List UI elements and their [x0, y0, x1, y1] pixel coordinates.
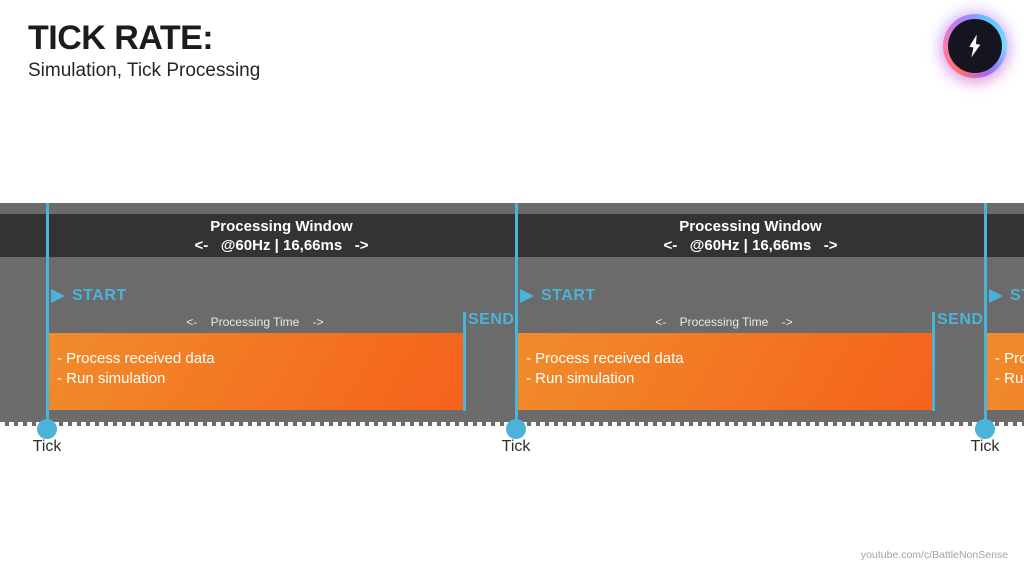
processing-time-label: <- Processing Time -> — [655, 315, 793, 329]
logo-disc — [948, 19, 1002, 73]
tick-marker-dot — [37, 419, 57, 439]
send-line — [932, 312, 935, 411]
start-marker: START — [51, 287, 127, 305]
page-subtitle: Simulation, Tick Processing — [28, 60, 261, 82]
task-line: - Run simulation — [995, 370, 1024, 387]
start-marker: START — [989, 287, 1024, 305]
tick-timeline-diagram: Processing Window <- @60Hz | 16,66ms -> … — [0, 203, 1024, 443]
processing-window: Processing Window <- @60Hz | 16,66ms -> … — [37, 203, 516, 443]
processing-window-title: Processing Window — [210, 217, 353, 235]
processing-window-title: Processing Window — [679, 217, 822, 235]
tick-line — [46, 203, 49, 429]
channel-logo — [943, 14, 1007, 78]
processing-window: Processing Window <- @60Hz | 16,66ms -> … — [975, 203, 1024, 443]
task-line: - Process received data — [526, 350, 684, 367]
start-marker: START — [520, 287, 596, 305]
channel-url: youtube.com/c/BattleNonSense — [860, 549, 1008, 561]
send-label: SEND — [468, 311, 515, 328]
play-triangle-icon — [520, 289, 534, 303]
simulation-task-box: - Process received data - Run simulation — [985, 333, 1024, 410]
tick-label: Tick — [501, 438, 531, 455]
start-label: START — [72, 287, 127, 304]
tick-label: Tick — [970, 438, 1000, 455]
processing-time-label: <- Processing Time -> — [186, 315, 324, 329]
logo-glow-ring — [943, 14, 1007, 78]
tick-marker-dot — [506, 419, 526, 439]
simulation-task-box: - Process received data - Run simulation — [47, 333, 463, 410]
processing-window-rate: <- @60Hz | 16,66ms -> — [663, 236, 838, 254]
processing-window-band — [0, 214, 1024, 257]
processing-window-header: Processing Window <- @60Hz | 16,66ms -> — [985, 214, 1024, 257]
play-triangle-icon — [51, 289, 65, 303]
task-line: - Process received data — [995, 350, 1024, 367]
tick-label: Tick — [32, 438, 62, 455]
tick-line — [984, 203, 987, 429]
processing-window-header: Processing Window <- @60Hz | 16,66ms -> — [516, 214, 985, 257]
task-line: - Run simulation — [57, 370, 166, 387]
page-title: TICK RATE: — [28, 19, 214, 57]
simulation-task-box: - Process received data - Run simulation — [516, 333, 932, 410]
tick-line — [515, 203, 518, 429]
play-triangle-icon — [989, 289, 1003, 303]
processing-window: Processing Window <- @60Hz | 16,66ms -> … — [506, 203, 985, 443]
send-label: SEND — [937, 311, 984, 328]
tick-marker-dot — [975, 419, 995, 439]
title-block: TICK RATE: Simulation, Tick Processing — [28, 19, 261, 82]
task-line: - Process received data — [57, 350, 215, 367]
send-line — [463, 312, 466, 411]
start-label: START — [1010, 287, 1024, 304]
task-line: - Run simulation — [526, 370, 635, 387]
processing-time-label: <- Processing Time -> — [985, 315, 1024, 329]
processing-window-header: Processing Window <- @60Hz | 16,66ms -> — [47, 214, 516, 257]
processing-window-rate: <- @60Hz | 16,66ms -> — [194, 236, 369, 254]
lightning-s-icon — [969, 34, 981, 58]
start-label: START — [541, 287, 596, 304]
